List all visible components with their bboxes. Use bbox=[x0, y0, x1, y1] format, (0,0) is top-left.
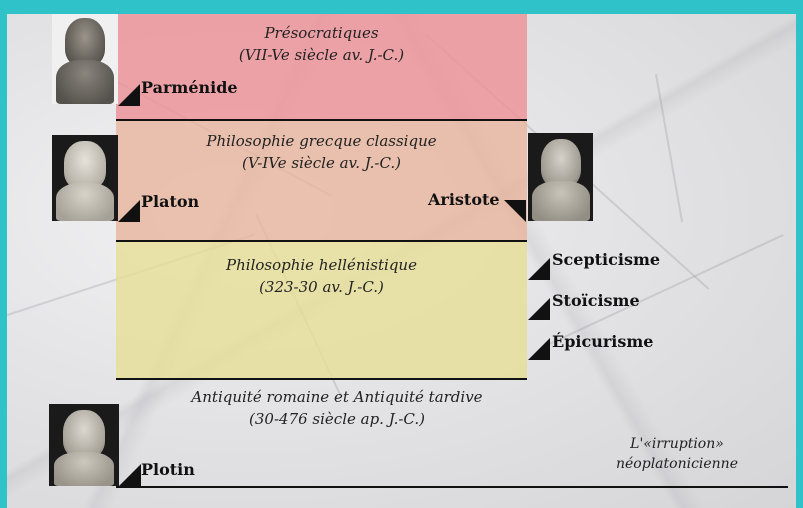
bust-shoulders-icon bbox=[56, 183, 114, 221]
marker-triangle-icon bbox=[528, 298, 550, 320]
era-name: Présocratiques bbox=[264, 24, 379, 42]
marker-triangle-icon bbox=[528, 338, 550, 360]
philosopher-platon: Platon bbox=[141, 192, 200, 211]
marker-triangle-icon bbox=[118, 200, 140, 222]
era-band-hellenistique bbox=[116, 241, 527, 379]
marker-triangle-icon bbox=[504, 200, 526, 222]
era-period: (V-IVe siècle av. J.-C.) bbox=[241, 154, 402, 172]
era-band-classique bbox=[116, 120, 527, 241]
bust-shoulders-icon bbox=[56, 60, 114, 104]
marker-triangle-icon bbox=[119, 464, 141, 486]
era-separator bbox=[116, 378, 527, 380]
era-title-antiquite-tardive: Antiquité romaine et Antiquité tardive (… bbox=[137, 386, 537, 430]
marble-vein bbox=[655, 74, 684, 222]
bust-shoulders-icon bbox=[531, 181, 590, 221]
era-title-classique: Philosophie grecque classique (V-IVe siè… bbox=[116, 130, 527, 174]
slide: Présocratiques (VII-Ve siècle av. J.-C.)… bbox=[7, 14, 796, 508]
philosopher-aristote: Aristote bbox=[428, 190, 500, 209]
era-period: (VII-Ve siècle av. J.-C.) bbox=[238, 46, 405, 64]
era-title-presocratiques: Présocratiques (VII-Ve siècle av. J.-C.) bbox=[116, 22, 527, 66]
era-separator bbox=[116, 119, 527, 121]
philosopher-plotin: Plotin bbox=[141, 460, 195, 479]
bust-head-icon bbox=[540, 139, 581, 187]
era-name: Antiquité romaine et Antiquité tardive bbox=[191, 388, 483, 406]
bust-head-icon bbox=[65, 18, 105, 66]
era-name: Philosophie grecque classique bbox=[206, 132, 437, 150]
era-band-presocratiques bbox=[116, 14, 527, 120]
neoplatonic-note: L'«irruption» néoplatonicienne bbox=[592, 434, 762, 474]
timeline-baseline bbox=[116, 486, 788, 488]
bust-shoulders-icon bbox=[54, 452, 114, 486]
bust-head-icon bbox=[63, 410, 105, 458]
plotin-portrait bbox=[49, 404, 119, 486]
era-period: (30-476 siècle ap. J.-C.) bbox=[249, 410, 425, 428]
platon-portrait bbox=[52, 135, 118, 221]
school-stoicisme: Stoïcisme bbox=[552, 291, 640, 310]
aristote-portrait bbox=[528, 133, 593, 221]
marker-triangle-icon bbox=[528, 258, 550, 280]
parmenide-portrait bbox=[52, 14, 118, 104]
note-line: L'«irruption» bbox=[630, 436, 724, 452]
note-line: néoplatonicienne bbox=[616, 456, 738, 472]
bust-head-icon bbox=[64, 141, 106, 189]
school-scepticisme: Scepticisme bbox=[552, 250, 661, 269]
era-period: (323-30 av. J.-C.) bbox=[259, 278, 384, 296]
marker-triangle-icon bbox=[118, 84, 140, 106]
era-name: Philosophie hellénistique bbox=[226, 256, 417, 274]
era-separator bbox=[116, 240, 527, 242]
school-epicurisme: Épicurisme bbox=[552, 332, 654, 351]
philosopher-parmenide: Parménide bbox=[141, 78, 238, 97]
era-title-hellenistique: Philosophie hellénistique (323-30 av. J.… bbox=[116, 254, 527, 298]
